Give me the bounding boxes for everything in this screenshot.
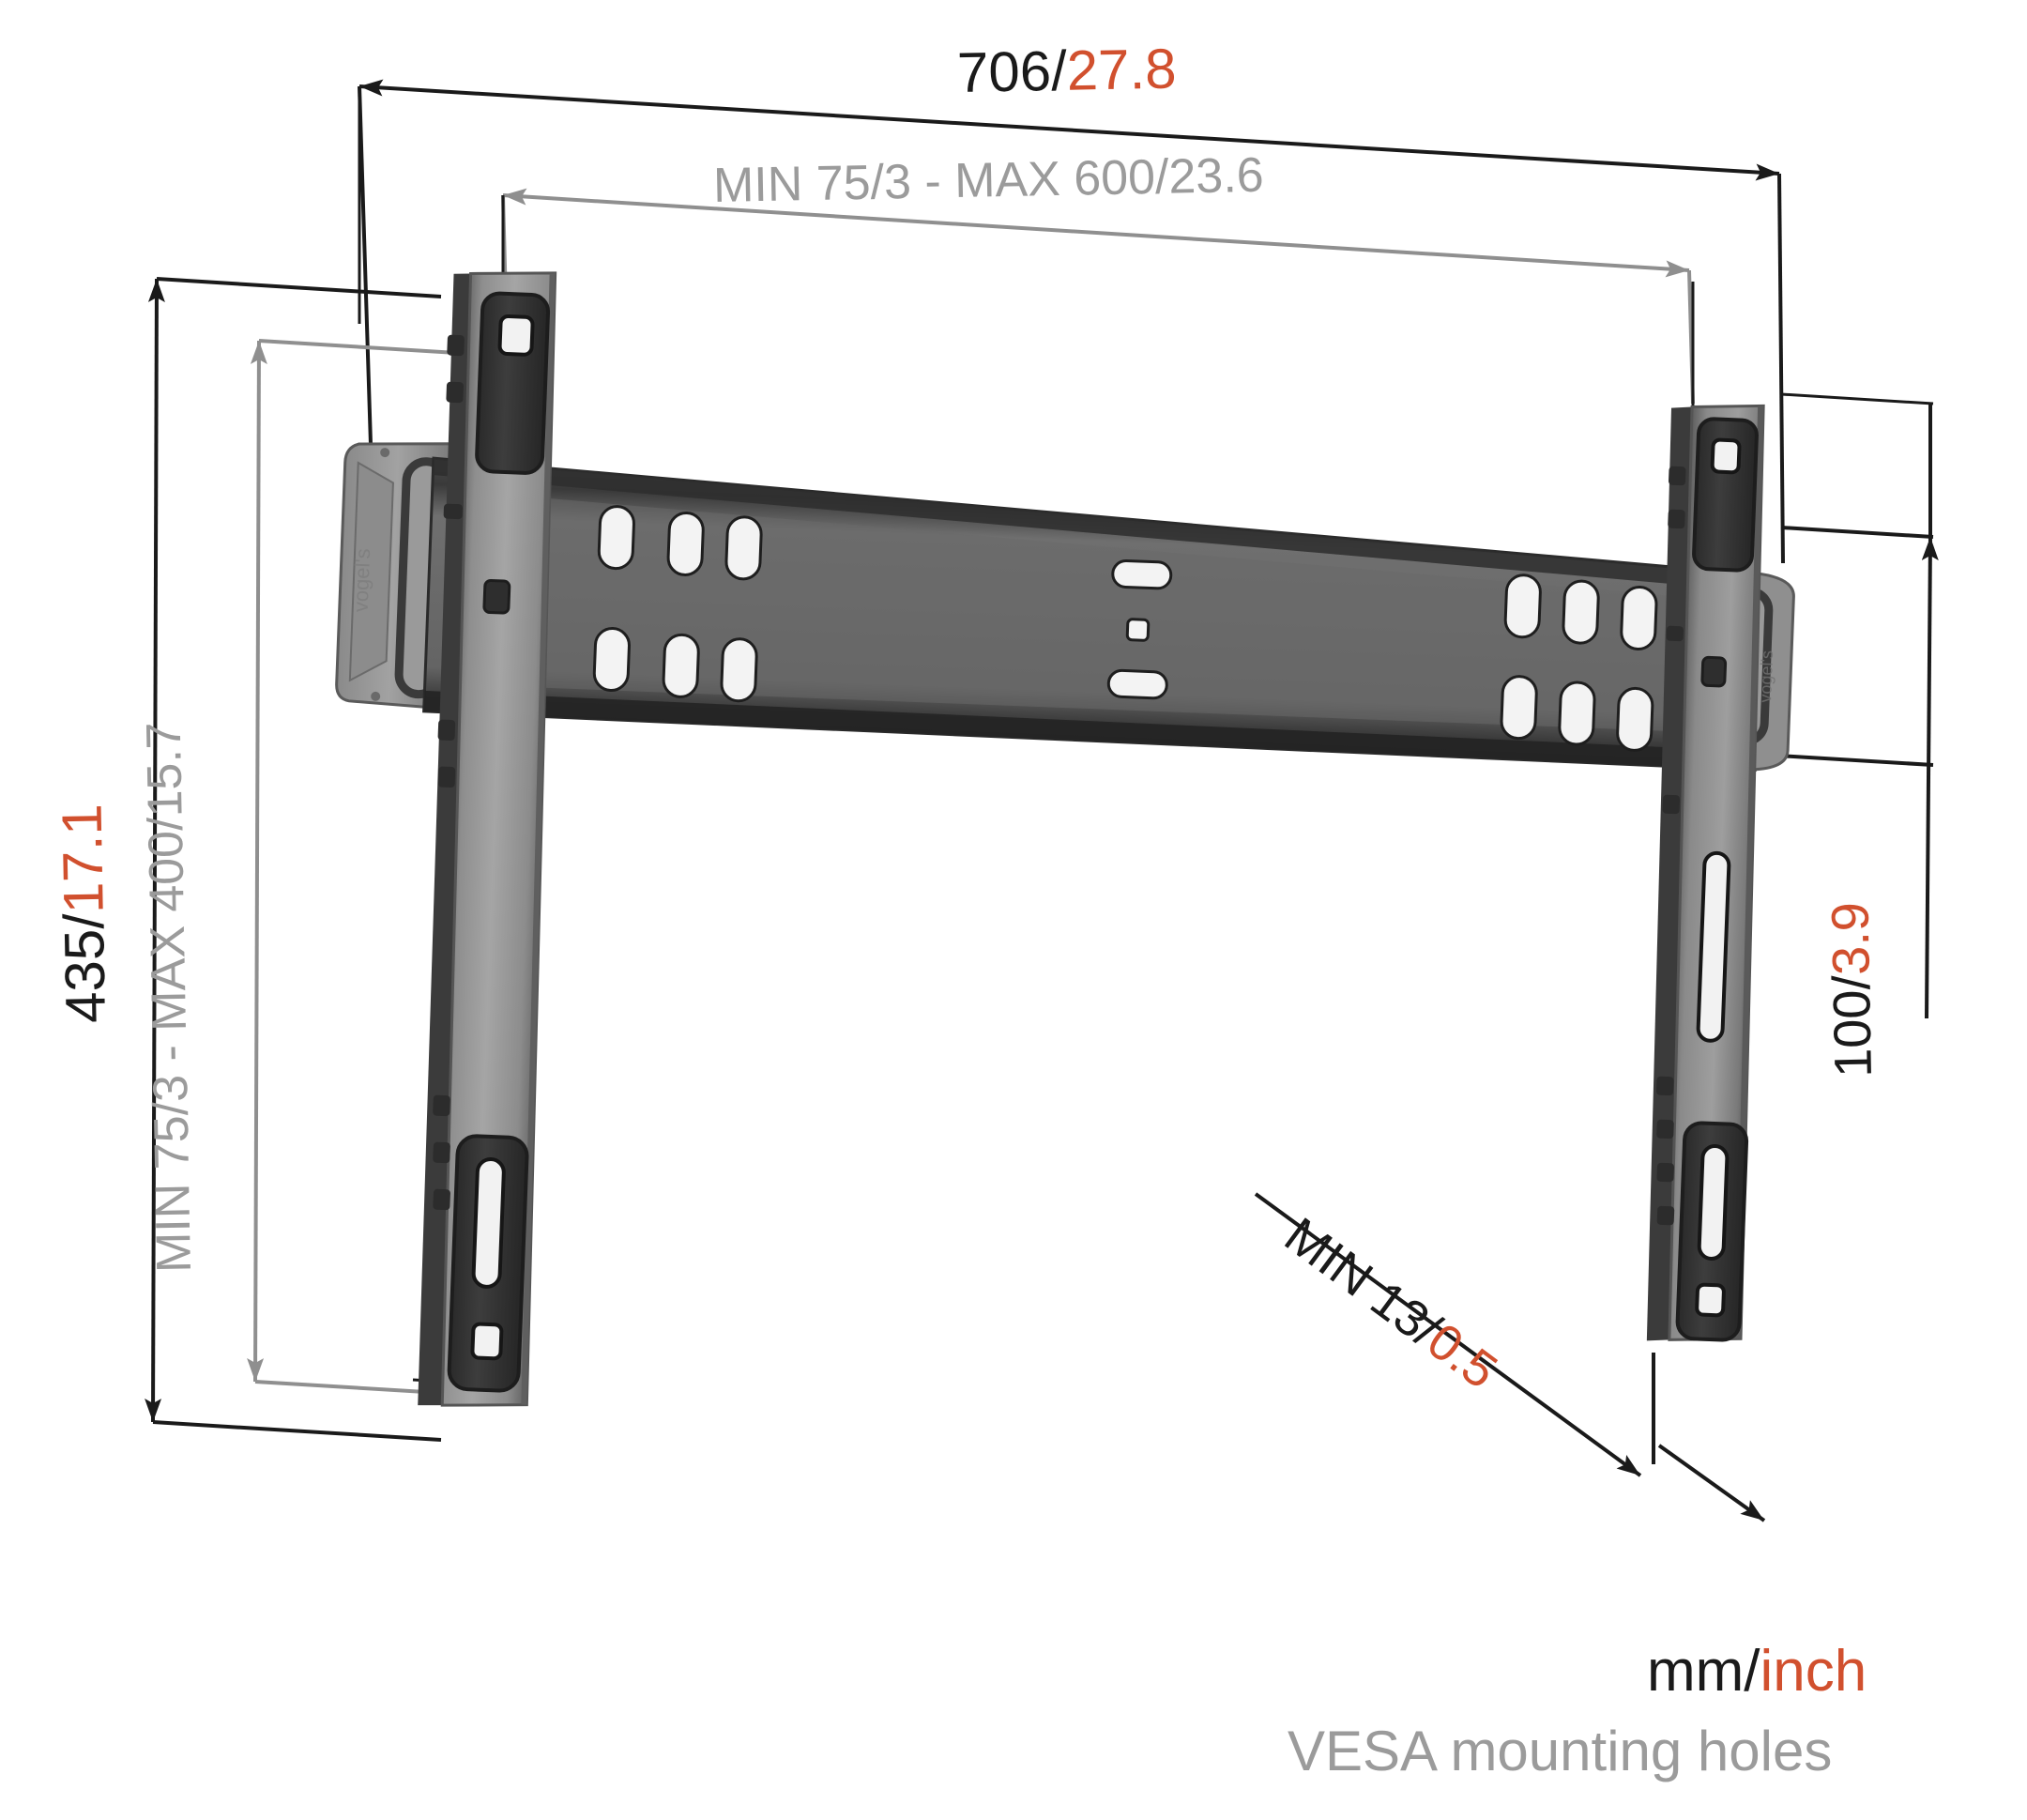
legend-units: mm/inch bbox=[1647, 1643, 1867, 1701]
legend-vesa-note: VESA mounting holes bbox=[1288, 1720, 1833, 1782]
left-vertical-strip bbox=[418, 271, 557, 1407]
overall-width-separator: / bbox=[1050, 38, 1068, 103]
overall-height-inch-value: 17.1 bbox=[50, 803, 115, 914]
overall-width-inch-value: 27.8 bbox=[1066, 37, 1178, 102]
legend-units-separator: / bbox=[1744, 1639, 1760, 1704]
wall-screw-hole bbox=[1695, 1282, 1726, 1318]
dimension-label-overall-width: 706/27.8 bbox=[956, 37, 1178, 104]
right-strip-mid-hole bbox=[1700, 655, 1728, 688]
dim-line-vesa-horizontal bbox=[502, 188, 1690, 278]
vesa-hole bbox=[597, 505, 635, 571]
dimension-label-vertical-vesa-span: MIN 75/3 - MAX 400/15.7 bbox=[136, 721, 202, 1274]
legend-units-inch: inch bbox=[1760, 1639, 1867, 1704]
hole-pitch-separator: / bbox=[1821, 974, 1882, 991]
wall-screw-slot bbox=[1697, 1144, 1730, 1261]
vesa-hole bbox=[666, 511, 705, 576]
construction-line-right-edge bbox=[1780, 392, 1934, 405]
dimension-label-hole-pitch: 100/3.9 bbox=[1820, 901, 1882, 1078]
dim-line-vesa-vertical bbox=[247, 340, 267, 1383]
center-slot-bottom bbox=[1106, 668, 1168, 700]
vesa-hole bbox=[662, 633, 700, 698]
vesa-hole bbox=[720, 637, 758, 703]
ext-line-width-right bbox=[1777, 173, 1785, 564]
vesa-hole bbox=[592, 627, 631, 693]
left-strip-bottom-pad bbox=[447, 1134, 529, 1393]
overall-width-mm-value: 706 bbox=[956, 39, 1052, 104]
center-pilot-hole bbox=[1125, 618, 1151, 642]
left-strip-mid-hole bbox=[482, 579, 511, 615]
vesa-hole bbox=[1616, 686, 1654, 752]
vesa-hole bbox=[1500, 675, 1538, 741]
hole-pitch-inch-value: 3.9 bbox=[1820, 901, 1881, 976]
center-slot-top bbox=[1111, 558, 1173, 590]
right-strip-slot bbox=[1696, 850, 1731, 1043]
brand-logo-right: vogel's bbox=[1756, 650, 1776, 703]
ext-line-height-top bbox=[156, 277, 442, 298]
horizontal-rail bbox=[422, 456, 1764, 772]
dim-line-wall-distance bbox=[1657, 1444, 1766, 1522]
dim-line-width-overall bbox=[358, 79, 1780, 181]
vesa-hole bbox=[1558, 681, 1596, 746]
dim-line-hole-pitch bbox=[1921, 536, 1939, 1019]
vesa-hole bbox=[724, 515, 763, 581]
ext-line-height-bottom bbox=[152, 1420, 442, 1442]
leader-line-wall-distance bbox=[1254, 1192, 1642, 1477]
wall-mount-bracket: vogel's bbox=[335, 271, 1795, 1407]
left-strip-top-pad bbox=[475, 291, 551, 475]
ext-line-width-left bbox=[358, 85, 373, 475]
legend-units-mm: mm bbox=[1647, 1639, 1745, 1704]
right-strip-bottom-pad bbox=[1675, 1121, 1749, 1342]
overall-height-separator: / bbox=[52, 912, 116, 930]
left-strip-side-tabs bbox=[433, 334, 465, 1211]
wall-screw-hole bbox=[470, 1322, 504, 1361]
dim-line-height-overall bbox=[145, 278, 165, 1423]
right-strip-top-pad bbox=[1692, 417, 1759, 573]
vesa-hole bbox=[1562, 579, 1600, 645]
dimension-lines bbox=[145, 79, 1939, 1522]
overall-height-mm-value: 435 bbox=[53, 928, 117, 1024]
ext-line-pitch-bottom bbox=[1776, 754, 1934, 767]
wall-screw-hole bbox=[1710, 437, 1742, 475]
wall-screw-slot bbox=[471, 1156, 506, 1289]
dimension-label-horizontal-vesa-span: MIN 75/3 - MAX 600/23.6 bbox=[712, 147, 1265, 213]
brand-logo-left: vogel's bbox=[349, 548, 375, 613]
vesa-hole bbox=[1620, 586, 1658, 650]
vesa-holes-left-cluster bbox=[592, 505, 763, 703]
vesa-holes-center bbox=[1106, 558, 1173, 700]
hole-pitch-mm-value: 100 bbox=[1821, 988, 1882, 1078]
ext-line-pitch-top bbox=[1780, 526, 1934, 539]
right-vertical-strip bbox=[1646, 404, 1765, 1342]
vesa-hole bbox=[1503, 574, 1542, 639]
wall-screw-hole bbox=[497, 314, 535, 357]
right-strip-side-tabs bbox=[1656, 466, 1686, 1226]
dimension-label-overall-height: 435/17.1 bbox=[50, 803, 117, 1024]
